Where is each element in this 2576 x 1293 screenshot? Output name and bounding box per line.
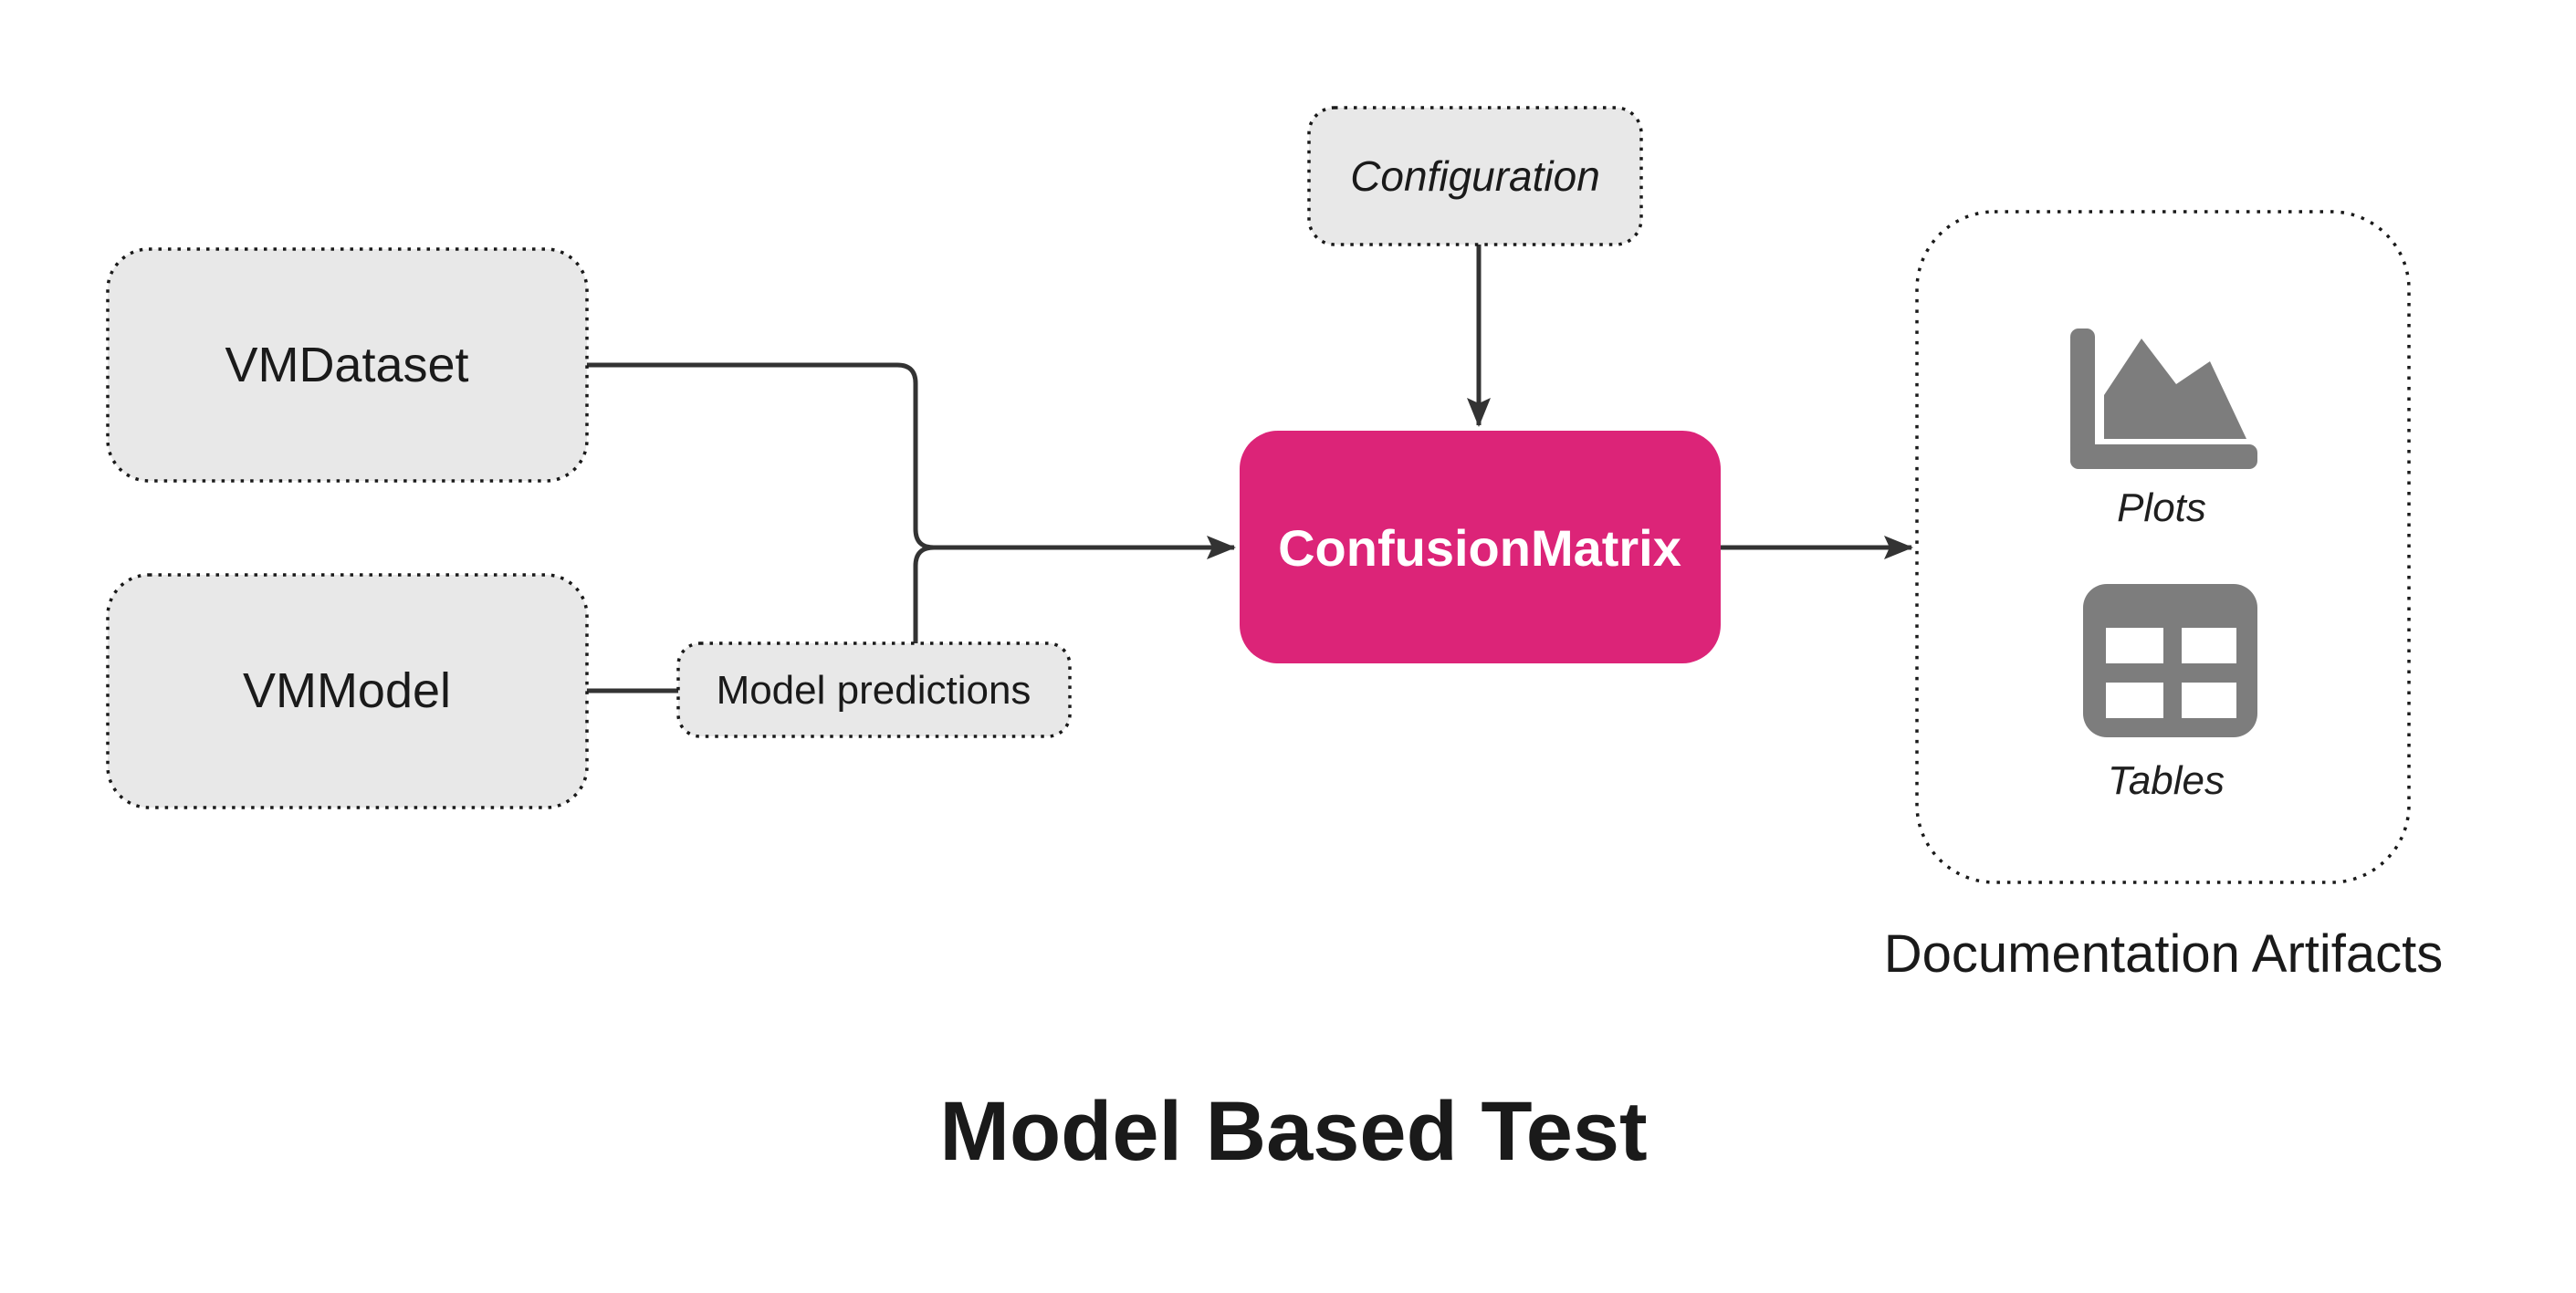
area-chart-icon: [2070, 328, 2257, 469]
edge-vmdataset-to-confusionmatrix: [587, 362, 1236, 559]
artifacts-caption: Documentation Artifacts: [1884, 924, 2444, 984]
artifacts-item-tables-label: Tables: [2108, 758, 2225, 803]
node-confusion-matrix-label: ConfusionMatrix: [1278, 519, 1681, 577]
artifacts-container: [1915, 210, 2411, 884]
table-cell: [2106, 683, 2163, 718]
area-chart-mountain: [2104, 339, 2246, 439]
node-vmmodel: [106, 573, 589, 809]
node-configuration-label: Configuration: [1350, 152, 1600, 200]
node-vmmodel-label: VMModel: [243, 663, 451, 718]
edge-label-model-predictions: [676, 641, 1072, 738]
artifacts-item-plots-label: Plots: [2117, 485, 2206, 530]
area-chart-axis-y: [2070, 328, 2095, 468]
table-icon: [2083, 584, 2257, 737]
node-confusion-matrix: [1240, 431, 1721, 663]
node-vmdataset-label: VMDataset: [225, 338, 468, 392]
area-chart-axis-x: [2070, 444, 2257, 469]
table-cell: [2182, 628, 2236, 663]
edge-label-model-predictions-text: Model predictions: [717, 668, 1031, 713]
node-vmdataset: [106, 247, 589, 483]
diagram-title: Model Based Test: [939, 1085, 1647, 1178]
node-configuration: [1307, 106, 1643, 246]
edge-model-predictions-to-junction: [913, 545, 935, 643]
table-cell: [2182, 683, 2236, 718]
edge-group: [587, 245, 1913, 693]
table-cell: [2106, 628, 2163, 663]
